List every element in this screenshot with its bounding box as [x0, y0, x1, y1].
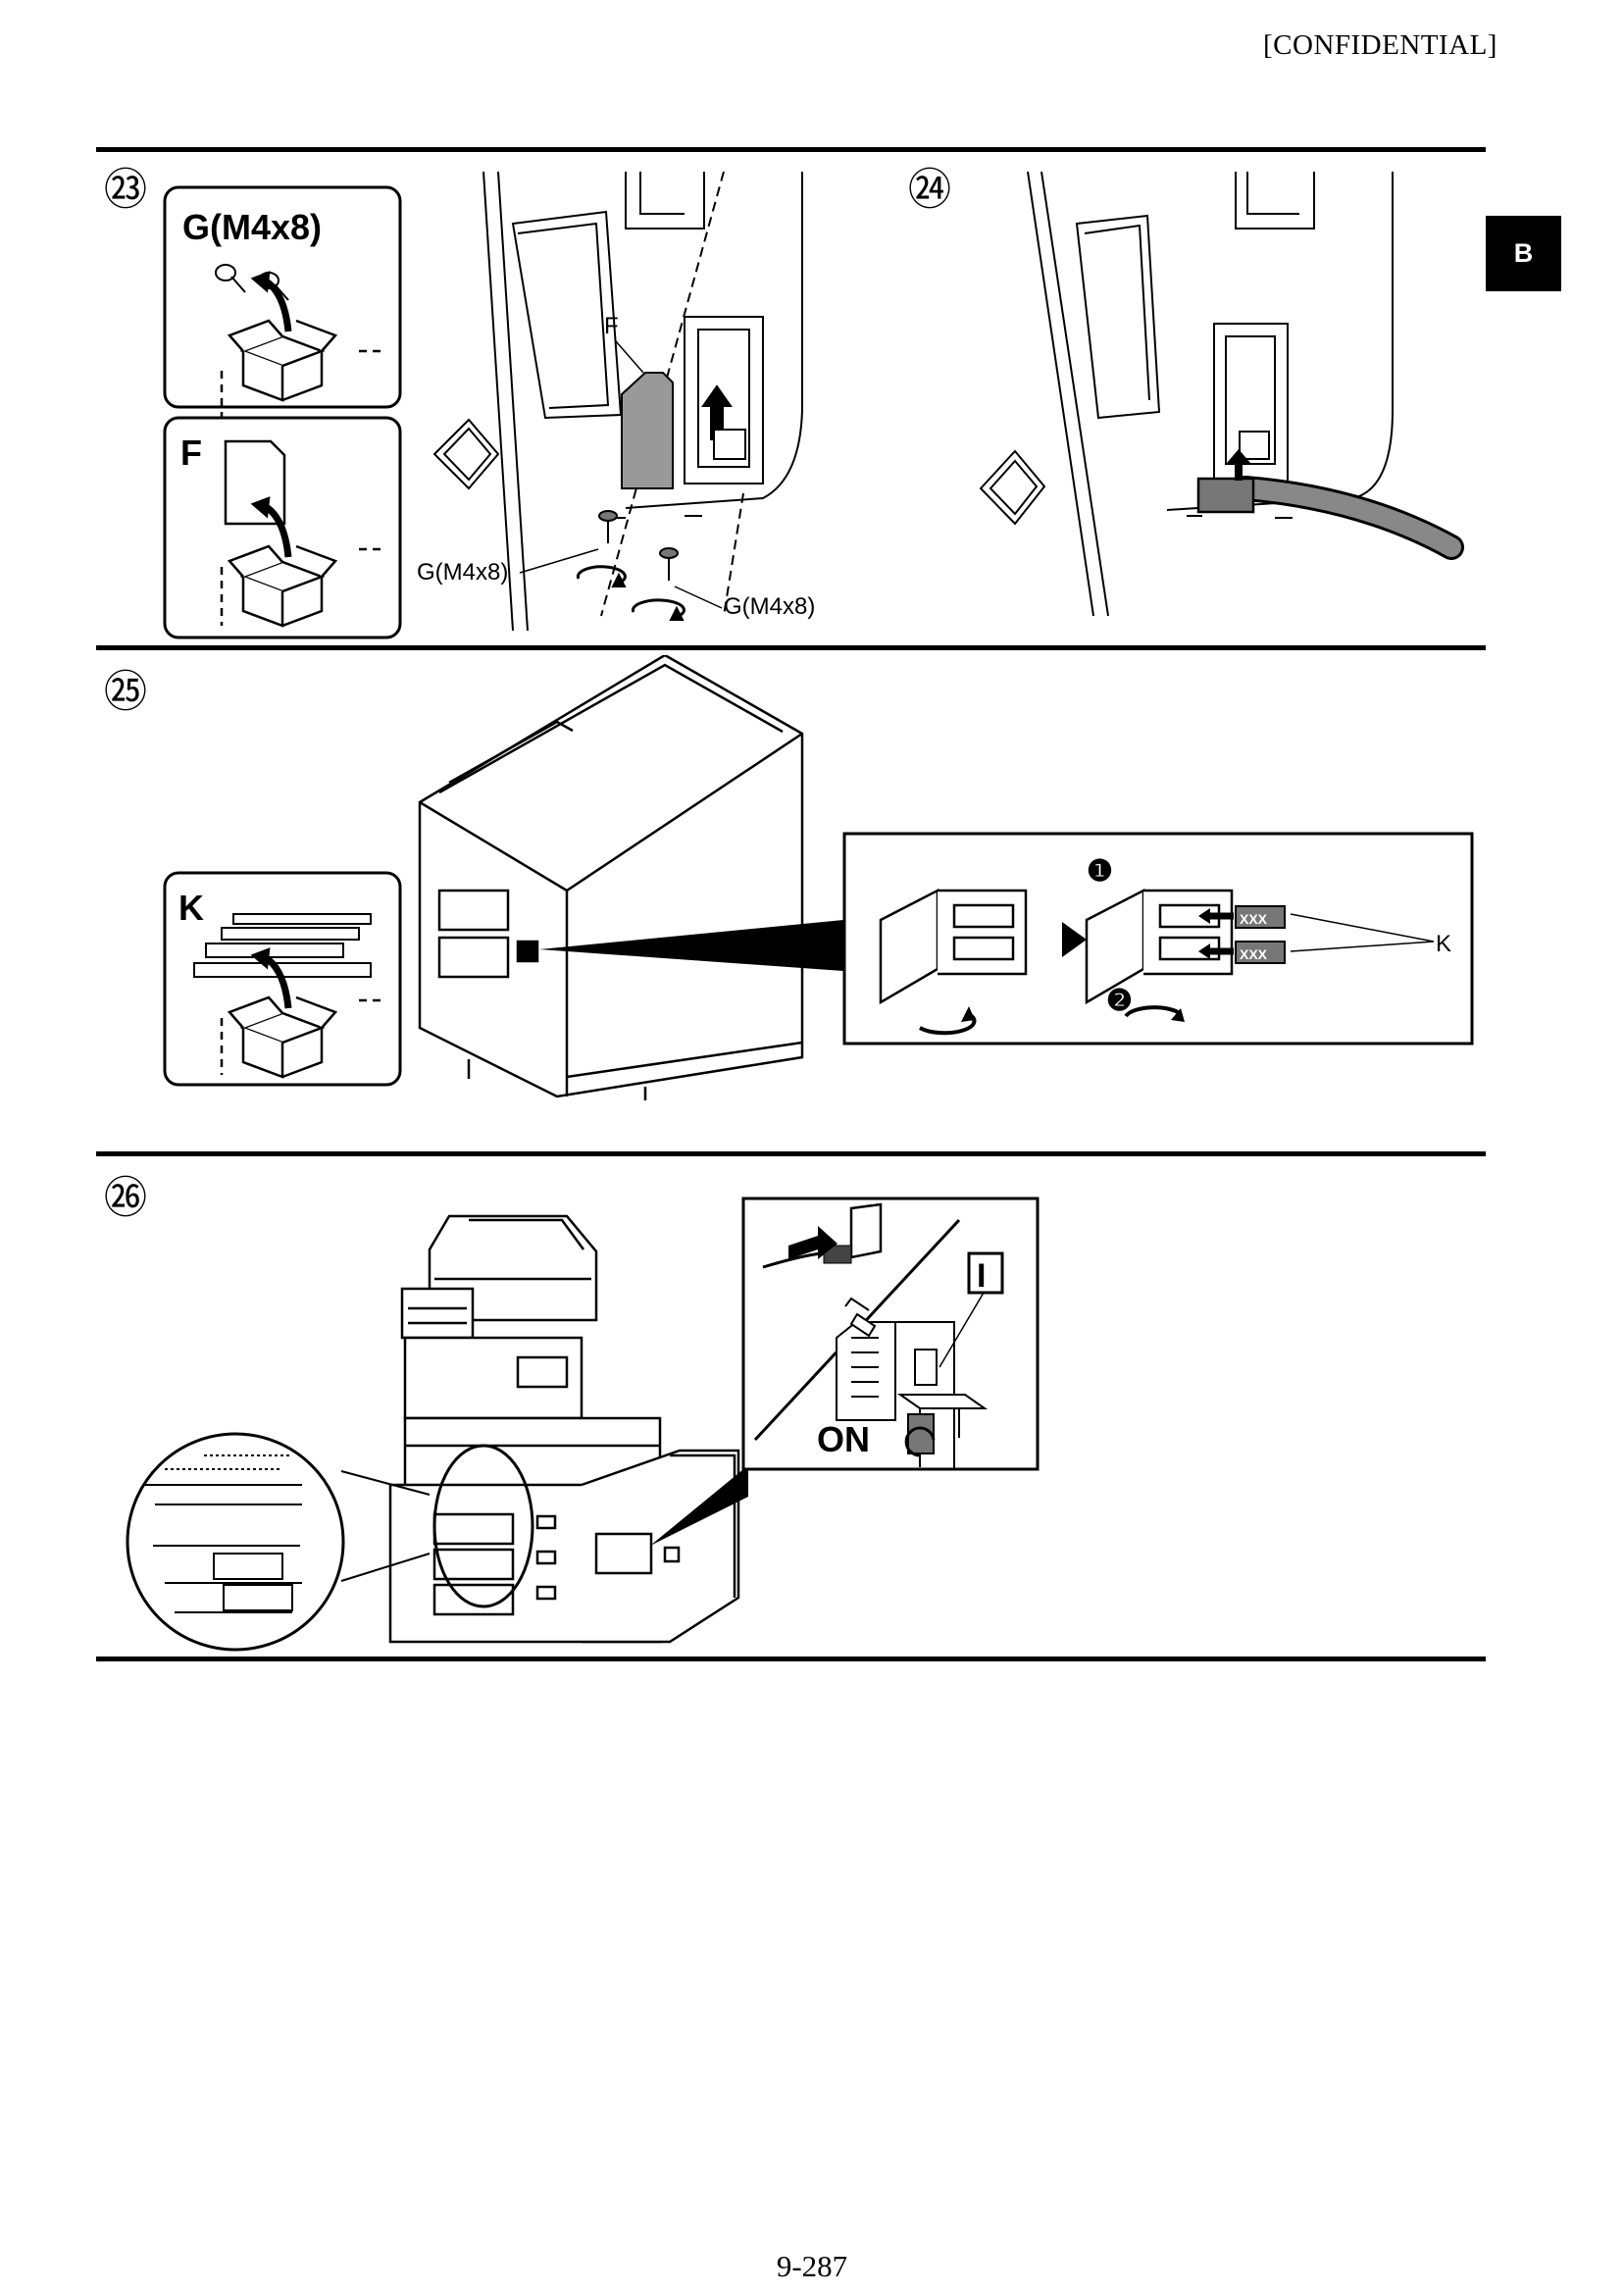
divider-top	[96, 147, 1486, 152]
zoom-beam	[539, 920, 843, 971]
parts-box-labels: K	[163, 871, 402, 1087]
switch-on-symbol: I	[977, 1257, 986, 1295]
paper-deck-illustration	[418, 655, 804, 1100]
callout-step-1: ❶	[1087, 855, 1113, 888]
detail-inset-labels: XXX XXX ❶ ❷ K	[842, 832, 1474, 1045]
step-23-number: ㉓	[104, 166, 147, 214]
step-25-number: ㉕	[104, 668, 147, 716]
callout-step-2: ❷	[1106, 985, 1133, 1017]
divider-1	[96, 645, 1486, 650]
label-sticker-1	[1235, 905, 1286, 929]
parts-box-plate-label: F	[180, 433, 202, 473]
screw-left	[576, 510, 627, 587]
label-sticker-2	[1235, 941, 1286, 964]
parts-box-screws-label: G(M4x8)	[182, 207, 322, 247]
plate-icon	[224, 439, 286, 526]
label-sheet-icon	[193, 913, 372, 978]
zoom-beam	[650, 1465, 748, 1546]
step-26-number: ㉖	[104, 1174, 147, 1222]
step-23-figure: ㉓ G(M4x8) F	[104, 166, 815, 639]
step-24-number: ㉔	[908, 166, 951, 214]
callout-screw-right: G(M4x8)	[724, 593, 815, 620]
callout-f: F	[604, 313, 619, 339]
divider-2	[96, 1151, 1486, 1156]
on-label: ON	[817, 1419, 870, 1459]
cable-connector	[1196, 477, 1255, 514]
wall-outlet-icon	[849, 1202, 883, 1259]
open-box-icon	[220, 947, 381, 1079]
label-sticker-2-text: XXX	[1240, 946, 1268, 962]
label-sticker-1-text: XXX	[1240, 911, 1268, 927]
parts-box-plate: F	[163, 416, 402, 639]
confidential-label: [CONFIDENTIAL]	[1263, 29, 1497, 61]
step-24-figure: ㉔	[908, 166, 1464, 617]
callout-k: K	[1436, 931, 1451, 957]
next-arrow-icon	[1062, 922, 1087, 957]
parts-box-screws: G(M4x8)	[163, 185, 402, 418]
zoom-circle	[432, 1444, 534, 1608]
machine-rear-illustration	[432, 171, 803, 632]
section-tab: B	[1486, 216, 1561, 291]
open-box-icon	[220, 271, 381, 418]
plug-in-arrow-icon	[788, 1226, 837, 1259]
drawer-detail-circle	[126, 1432, 345, 1652]
divider-bottom	[96, 1657, 1486, 1661]
open-box-icon	[220, 496, 381, 628]
step-26-figure: ㉖	[104, 1174, 1040, 1652]
cover-plate-f	[621, 372, 674, 489]
detail-inset-power: I ON	[741, 1197, 1040, 1471]
machine-rear-illustration	[979, 171, 1464, 617]
step-25-figure: ㉕ K	[104, 655, 1474, 1100]
screw-right	[631, 547, 685, 621]
copier-illustration	[388, 1214, 740, 1644]
callout-screw-left: G(M4x8)	[417, 559, 508, 586]
page-number: 9-287	[776, 2249, 848, 2283]
power-switch-icon	[914, 1349, 938, 1386]
parts-box-labels-label: K	[178, 888, 204, 928]
up-arrow-icon	[1227, 449, 1250, 481]
